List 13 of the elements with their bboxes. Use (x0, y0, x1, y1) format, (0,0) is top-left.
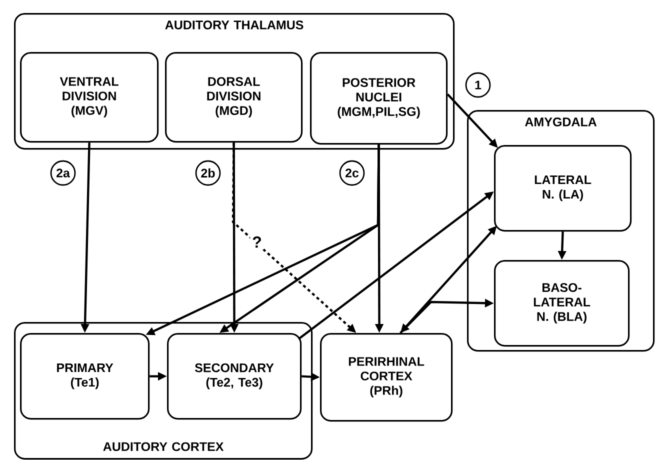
edge-label: 2a (50, 160, 76, 186)
region-box: SECONDARY (Te2, Te3) (167, 333, 302, 420)
region-box: BASO-LATERAL N. (BLA) (494, 260, 630, 347)
region-box: DORSAL DIVISION (MGD) (165, 52, 303, 143)
region-box: PRIMARY (Te1) (20, 333, 150, 420)
edge-label: 1 (465, 72, 491, 98)
region-box: POSTERIOR NUCLEI (MGM,PIL,SG) (310, 52, 448, 145)
edge-label: 2b (195, 160, 221, 186)
region-box: LATERAL N. (LA) (494, 145, 632, 232)
region-box: PERIRHINAL CORTEX (PRh) (320, 333, 453, 422)
edge-label: ? (250, 234, 264, 250)
edge-label: 2c (339, 160, 365, 186)
region-box: VENTRAL DIVISION (MGV) (20, 52, 159, 143)
